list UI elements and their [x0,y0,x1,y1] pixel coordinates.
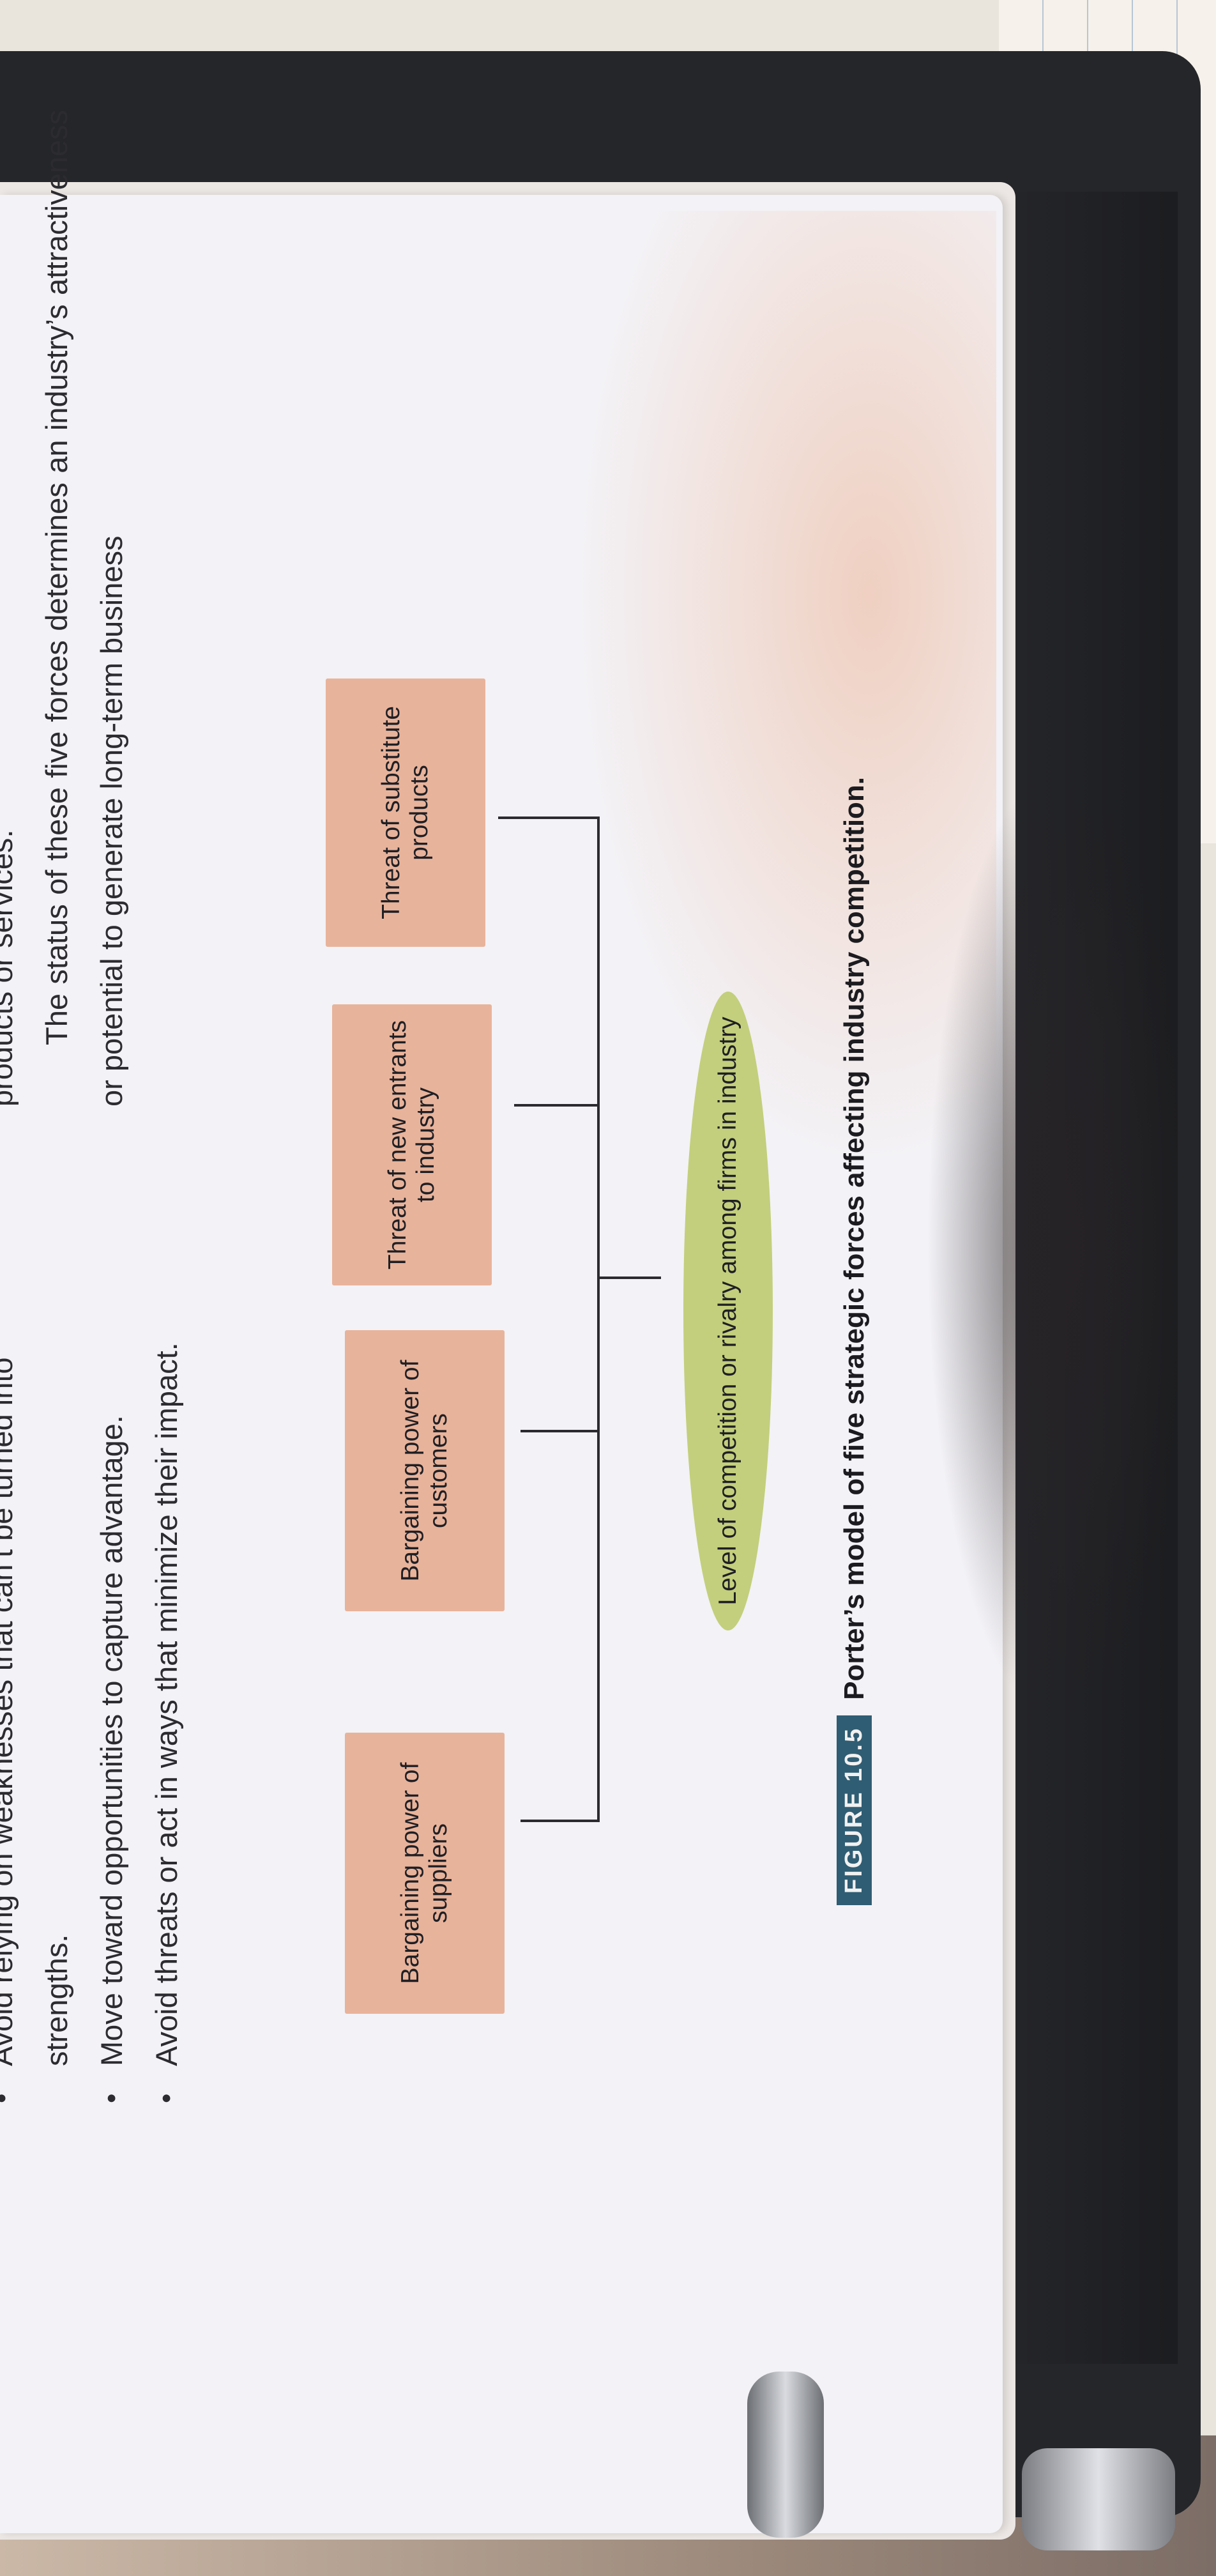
force-box-suppliers: Bargaining power of suppliers [345,1733,505,2014]
paragraph: The status of these five forces determin… [40,110,128,1107]
force-box-substitutes: Threat of substitute products [326,678,485,947]
binder-ring-icon [747,2372,824,2538]
bullet-item: Move toward opportunities to capture adv… [84,1234,139,2103]
right-column: products or services. The status of thes… [0,110,139,1107]
binder-clip-icon [1022,2448,1175,2550]
bullet-item: Avoid threats or act in ways that minimi… [139,1234,194,2103]
connector-bar [597,816,600,1822]
connector-line [514,1104,597,1107]
figure-label: FIGURE 10.5 [837,1715,872,1905]
bullet-list: Avoid relying on weaknesses that can’t b… [0,1234,194,2103]
bullet-item: Avoid relying on weaknesses that can’t b… [0,1234,84,2103]
force-box-new-entrants: Threat of new entrants to industry [332,1004,492,1285]
connector-line [521,1430,597,1432]
competition-oval: Level of competition or rivalry among fi… [683,992,773,1630]
figure-caption: FIGURE 10.5 Porter’s model of five strat… [837,777,872,1905]
hand-shadow [926,767,1194,1725]
connector-stem [597,1276,661,1279]
connector-line [498,816,597,819]
text-fragment: products or services. [0,829,19,1107]
connector-line [521,1820,597,1822]
force-box-customers: Bargaining power of customers [345,1330,505,1611]
figure-title: Porter’s model of five strategic forces … [838,776,870,1700]
page-content: Avoid relying on weaknesses that can’t b… [0,0,996,2576]
